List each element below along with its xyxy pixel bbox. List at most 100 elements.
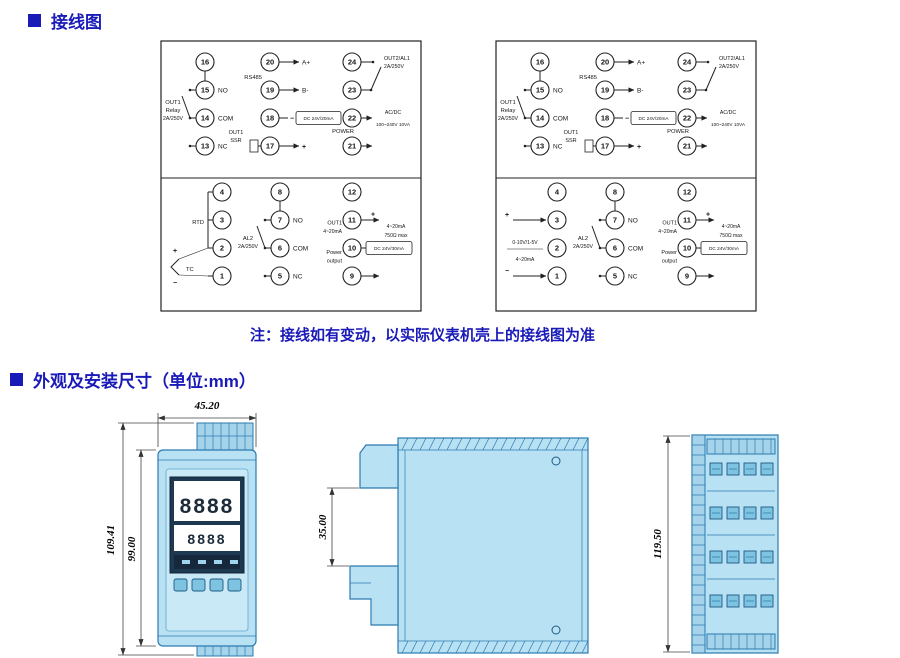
wiring-section-title: 接线图 [51, 13, 102, 32]
out1-label: OUT1 [662, 221, 677, 227]
terminal-number: 1 [555, 272, 559, 281]
load-max-label: 750Ω max [720, 233, 743, 239]
panel-border [160, 40, 422, 312]
terminal-number: 5 [278, 272, 282, 281]
terminal-18: 18 [595, 108, 615, 128]
terminal-14: 14 [195, 108, 215, 128]
plus-mark: + [173, 248, 177, 255]
nc-label: NC [293, 274, 303, 281]
no-label: NO [628, 218, 638, 225]
terminal-number: 4 [220, 188, 225, 197]
terminal-18: 18 [260, 108, 280, 128]
out1-label: OUT1 [165, 100, 180, 106]
top-vent-hatching [401, 437, 589, 451]
terminal-number: 6 [278, 244, 282, 253]
relay-label: Relay [501, 108, 516, 114]
terminal-21: 21 [677, 136, 697, 156]
terminal-15: 15 [530, 80, 550, 100]
rtd-label: RTD [192, 220, 204, 226]
bottom-terminal-comb [196, 645, 254, 657]
terminal-number: 14 [201, 114, 210, 123]
minus-mark: − [290, 116, 294, 123]
terminal-number: 9 [685, 272, 689, 281]
display-upper-row [174, 481, 240, 521]
terminal-10: 10 [677, 238, 697, 258]
out1-relay-group: OUT1 Relay 2A/250V NO COM NC [163, 71, 233, 151]
terminal-16: 16 [530, 52, 550, 72]
terminal-11: 11 [342, 210, 362, 230]
terminal-6: 6 [270, 238, 290, 258]
terminal-number: 24 [683, 58, 692, 67]
terminal-number: 5 [613, 272, 617, 281]
terminal-number: 20 [601, 58, 609, 67]
rs485-ssr-group: A+ B- RS485 − DC 24V/20mA OUT1 SSR + [229, 59, 342, 153]
out1-ma-label: 4~20mA [658, 229, 677, 235]
no-label: NO [218, 88, 228, 95]
terminal-1: 1 [212, 266, 232, 286]
panel-border [495, 40, 757, 312]
terminal-number: 8 [278, 188, 282, 197]
out1-relay-group: OUT1 Relay 2A/250V NO COM NC [498, 71, 568, 151]
terminal-number: 21 [348, 142, 356, 151]
terminal-23: 23 [342, 80, 362, 100]
al2-label: AL2 [578, 236, 588, 242]
terminal-7: 7 [270, 210, 290, 230]
nc-label: NC [218, 144, 228, 151]
terminal-12: 12 [342, 182, 362, 202]
ssr-symbol [249, 139, 259, 153]
terminal-17: 17 [595, 136, 615, 156]
minus-mark: − [505, 268, 509, 275]
com-label: COM [628, 246, 643, 253]
com-label: COM [293, 246, 308, 253]
dimension-drawings: 8888 8888 45.20 109.41 [105, 400, 779, 657]
section-bullet-icon [28, 14, 41, 27]
terminal-number: 15 [536, 86, 544, 95]
terminal-24: 24 [342, 52, 362, 72]
ma420-label: 4~20mA [387, 224, 406, 230]
ssr-label: SSR [565, 138, 576, 144]
terminal-number: 19 [266, 86, 274, 95]
terminal-number: 8 [613, 188, 617, 197]
rs485-label: RS485 [244, 75, 262, 81]
mains-label: 100~240V 10VA [376, 122, 411, 127]
terminal-3: 3 [212, 210, 232, 230]
b-minus-label: B- [302, 88, 309, 95]
al2-rating-label: 2A/250V [238, 244, 258, 250]
terminal-number: 7 [613, 216, 617, 225]
outer-height-dim-value: 109.41 [105, 525, 117, 555]
out2al1-rating-label: 2A/250V [719, 64, 739, 70]
wiring-diagram-left: OUT1 Relay 2A/250V NO COM NC A+ B- RS485… [160, 40, 422, 312]
out1-label: OUT1 [500, 100, 515, 106]
top-terminal-comb [196, 422, 254, 451]
terminal-number: 18 [601, 114, 609, 123]
bottom-vent-hatching [401, 640, 589, 654]
b-minus-label: B- [637, 88, 644, 95]
out2al1-label: OUT2/AL1 [719, 56, 745, 62]
dc24v30-label: DC 24V/30mA [374, 246, 405, 251]
nc-label: NC [553, 144, 563, 151]
wiring-section-header: 接线图 [28, 8, 102, 33]
out1-label: OUT1 [327, 221, 342, 227]
body-height-dim-value: 99.00 [126, 536, 138, 561]
display-upper-digits: 8888 [180, 495, 235, 518]
terminal-21: 21 [342, 136, 362, 156]
screw-hole-top [551, 456, 561, 466]
terminal-number: 1 [220, 272, 224, 281]
plus-mark: + [706, 212, 710, 219]
out1-ssr-label: OUT1 [229, 130, 244, 136]
relay-rating-label: 2A/250V [498, 116, 518, 122]
terminal-number: 23 [683, 86, 691, 95]
terminal-10: 10 [342, 238, 362, 258]
no-label: NO [553, 88, 563, 95]
acdc-label: AC/DC [720, 110, 736, 116]
out1-ma-power-group: + 4~20mA 750Ω max OUT1 4~20mA DC 24V/30m… [323, 212, 413, 279]
out1-ssr-label: OUT1 [564, 130, 579, 136]
width-dimension: 45.20 [157, 400, 257, 447]
terminal-4: 4 [212, 182, 232, 202]
terminal-13: 13 [530, 136, 550, 156]
terminal-8: 8 [605, 182, 625, 202]
terminal-15: 15 [195, 80, 215, 100]
terminal-14: 14 [530, 108, 550, 128]
back-height-dimension: 119.50 [652, 435, 690, 653]
plus-mark: + [505, 212, 509, 219]
